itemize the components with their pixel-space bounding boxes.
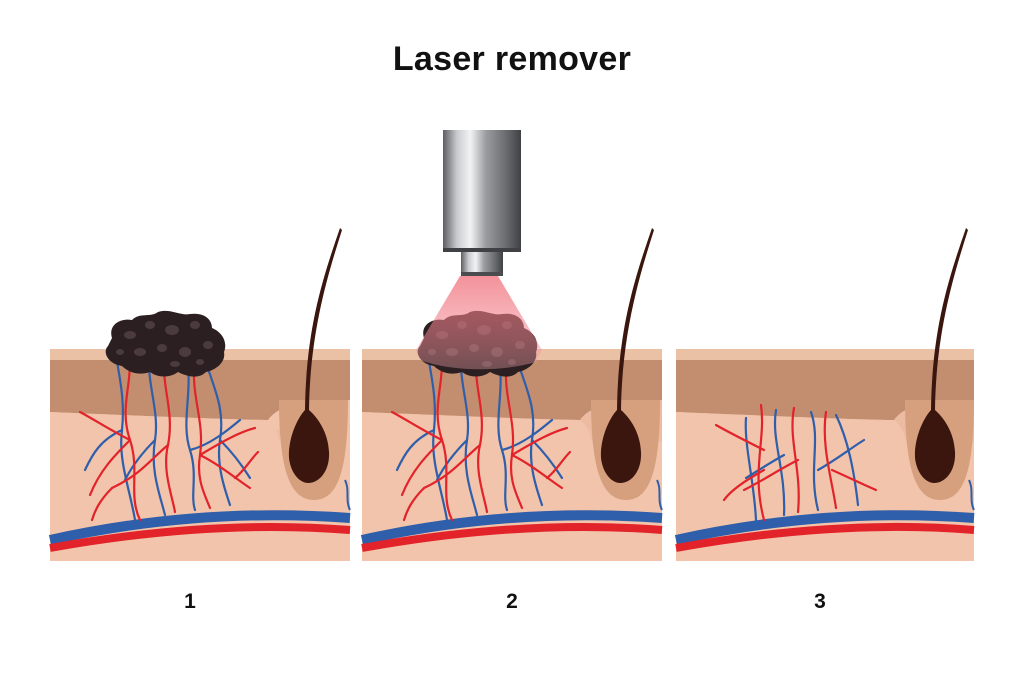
hair xyxy=(914,228,968,483)
deep-vein xyxy=(360,510,663,545)
step-label-2: 2 xyxy=(506,590,518,613)
hair xyxy=(600,228,654,483)
panel-3 xyxy=(674,228,975,561)
laser-device xyxy=(443,130,521,276)
panel-2 xyxy=(360,130,663,561)
step-label-1: 1 xyxy=(184,590,196,613)
deep-vein xyxy=(48,510,351,545)
deep-artery xyxy=(675,522,975,552)
laser-beam xyxy=(416,276,542,370)
epidermis-layer xyxy=(676,349,974,420)
panel-1 xyxy=(48,228,351,561)
step-label-3: 3 xyxy=(814,590,826,613)
mole xyxy=(105,310,226,377)
capillary-network xyxy=(714,403,878,522)
deep-vein xyxy=(674,510,975,545)
diagram-title: Laser remover xyxy=(392,40,632,78)
hair xyxy=(288,228,342,483)
deep-artery xyxy=(361,522,663,552)
deep-artery xyxy=(49,522,351,552)
